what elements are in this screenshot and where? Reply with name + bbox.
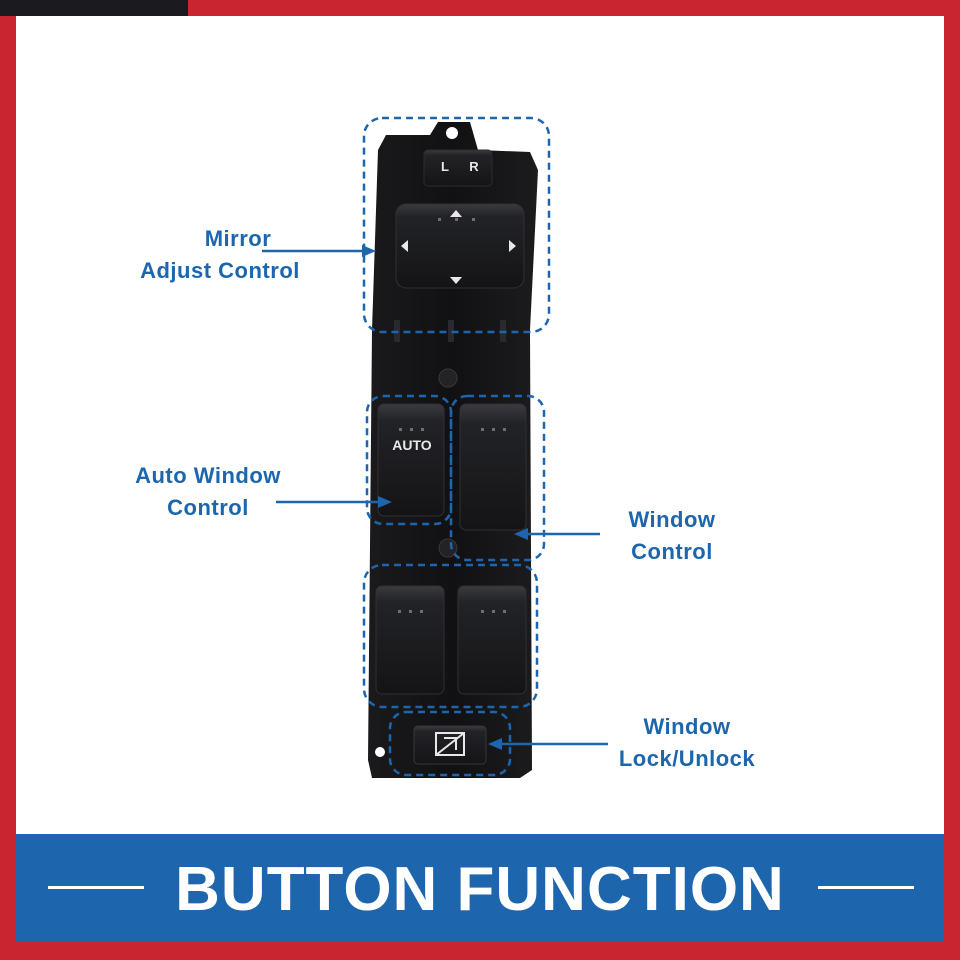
auto-window-button — [377, 403, 445, 517]
arrow-head-lock — [488, 738, 502, 750]
arrow-head-window — [514, 528, 528, 540]
mirror-select-switch — [423, 149, 493, 187]
arrow-head-auto — [378, 496, 392, 508]
highlight-window — [449, 394, 546, 562]
banner-line-right — [818, 886, 914, 889]
button-indent-dots — [398, 218, 506, 613]
label-auto-line2: Control — [167, 495, 249, 520]
label-mirror-line1: Mirror — [204, 226, 272, 251]
label-mirror-line2: Adjust Control — [140, 258, 300, 283]
label-auto-line1: Auto Window — [135, 463, 281, 488]
banner-title: BUTTON FUNCTION — [175, 855, 785, 924]
highlight-mirror — [362, 116, 551, 334]
corner-accent — [0, 0, 188, 16]
highlight-rear-windows — [362, 563, 539, 709]
auto-label: AUTO — [392, 437, 432, 453]
label-lock-line2: Lock/Unlock — [618, 746, 756, 771]
mount-hole-bottom — [375, 747, 385, 757]
label-window-lock: Window Lock/Unlock — [600, 711, 774, 775]
mount-hole — [446, 127, 458, 139]
arrow-left-icon — [401, 240, 408, 252]
mirror-right-label: R — [469, 159, 479, 174]
window-control-button — [459, 403, 527, 531]
window-lock-icon — [435, 732, 465, 756]
title-banner — [16, 834, 944, 942]
mirror-adjust-pad — [395, 203, 525, 289]
rear-right-window-button — [457, 585, 527, 695]
arrow-down-icon — [450, 277, 462, 284]
banner-line-left — [48, 886, 144, 889]
panel-screw — [438, 368, 458, 388]
label-window-control: Window Control — [600, 504, 744, 568]
label-window-line2: Control — [631, 539, 713, 564]
label-window-line1: Window — [628, 507, 716, 532]
arrow-up-icon — [450, 210, 462, 217]
label-mirror-adjust: Mirror Adjust Control — [110, 223, 330, 287]
arrow-right-icon — [509, 240, 516, 252]
label-lock-line1: Window — [643, 714, 731, 739]
rear-left-window-button — [375, 585, 445, 695]
arrow-head-mirror — [362, 245, 376, 257]
mirror-left-label: L — [441, 159, 449, 174]
label-auto-window: Auto Window Control — [108, 460, 308, 524]
